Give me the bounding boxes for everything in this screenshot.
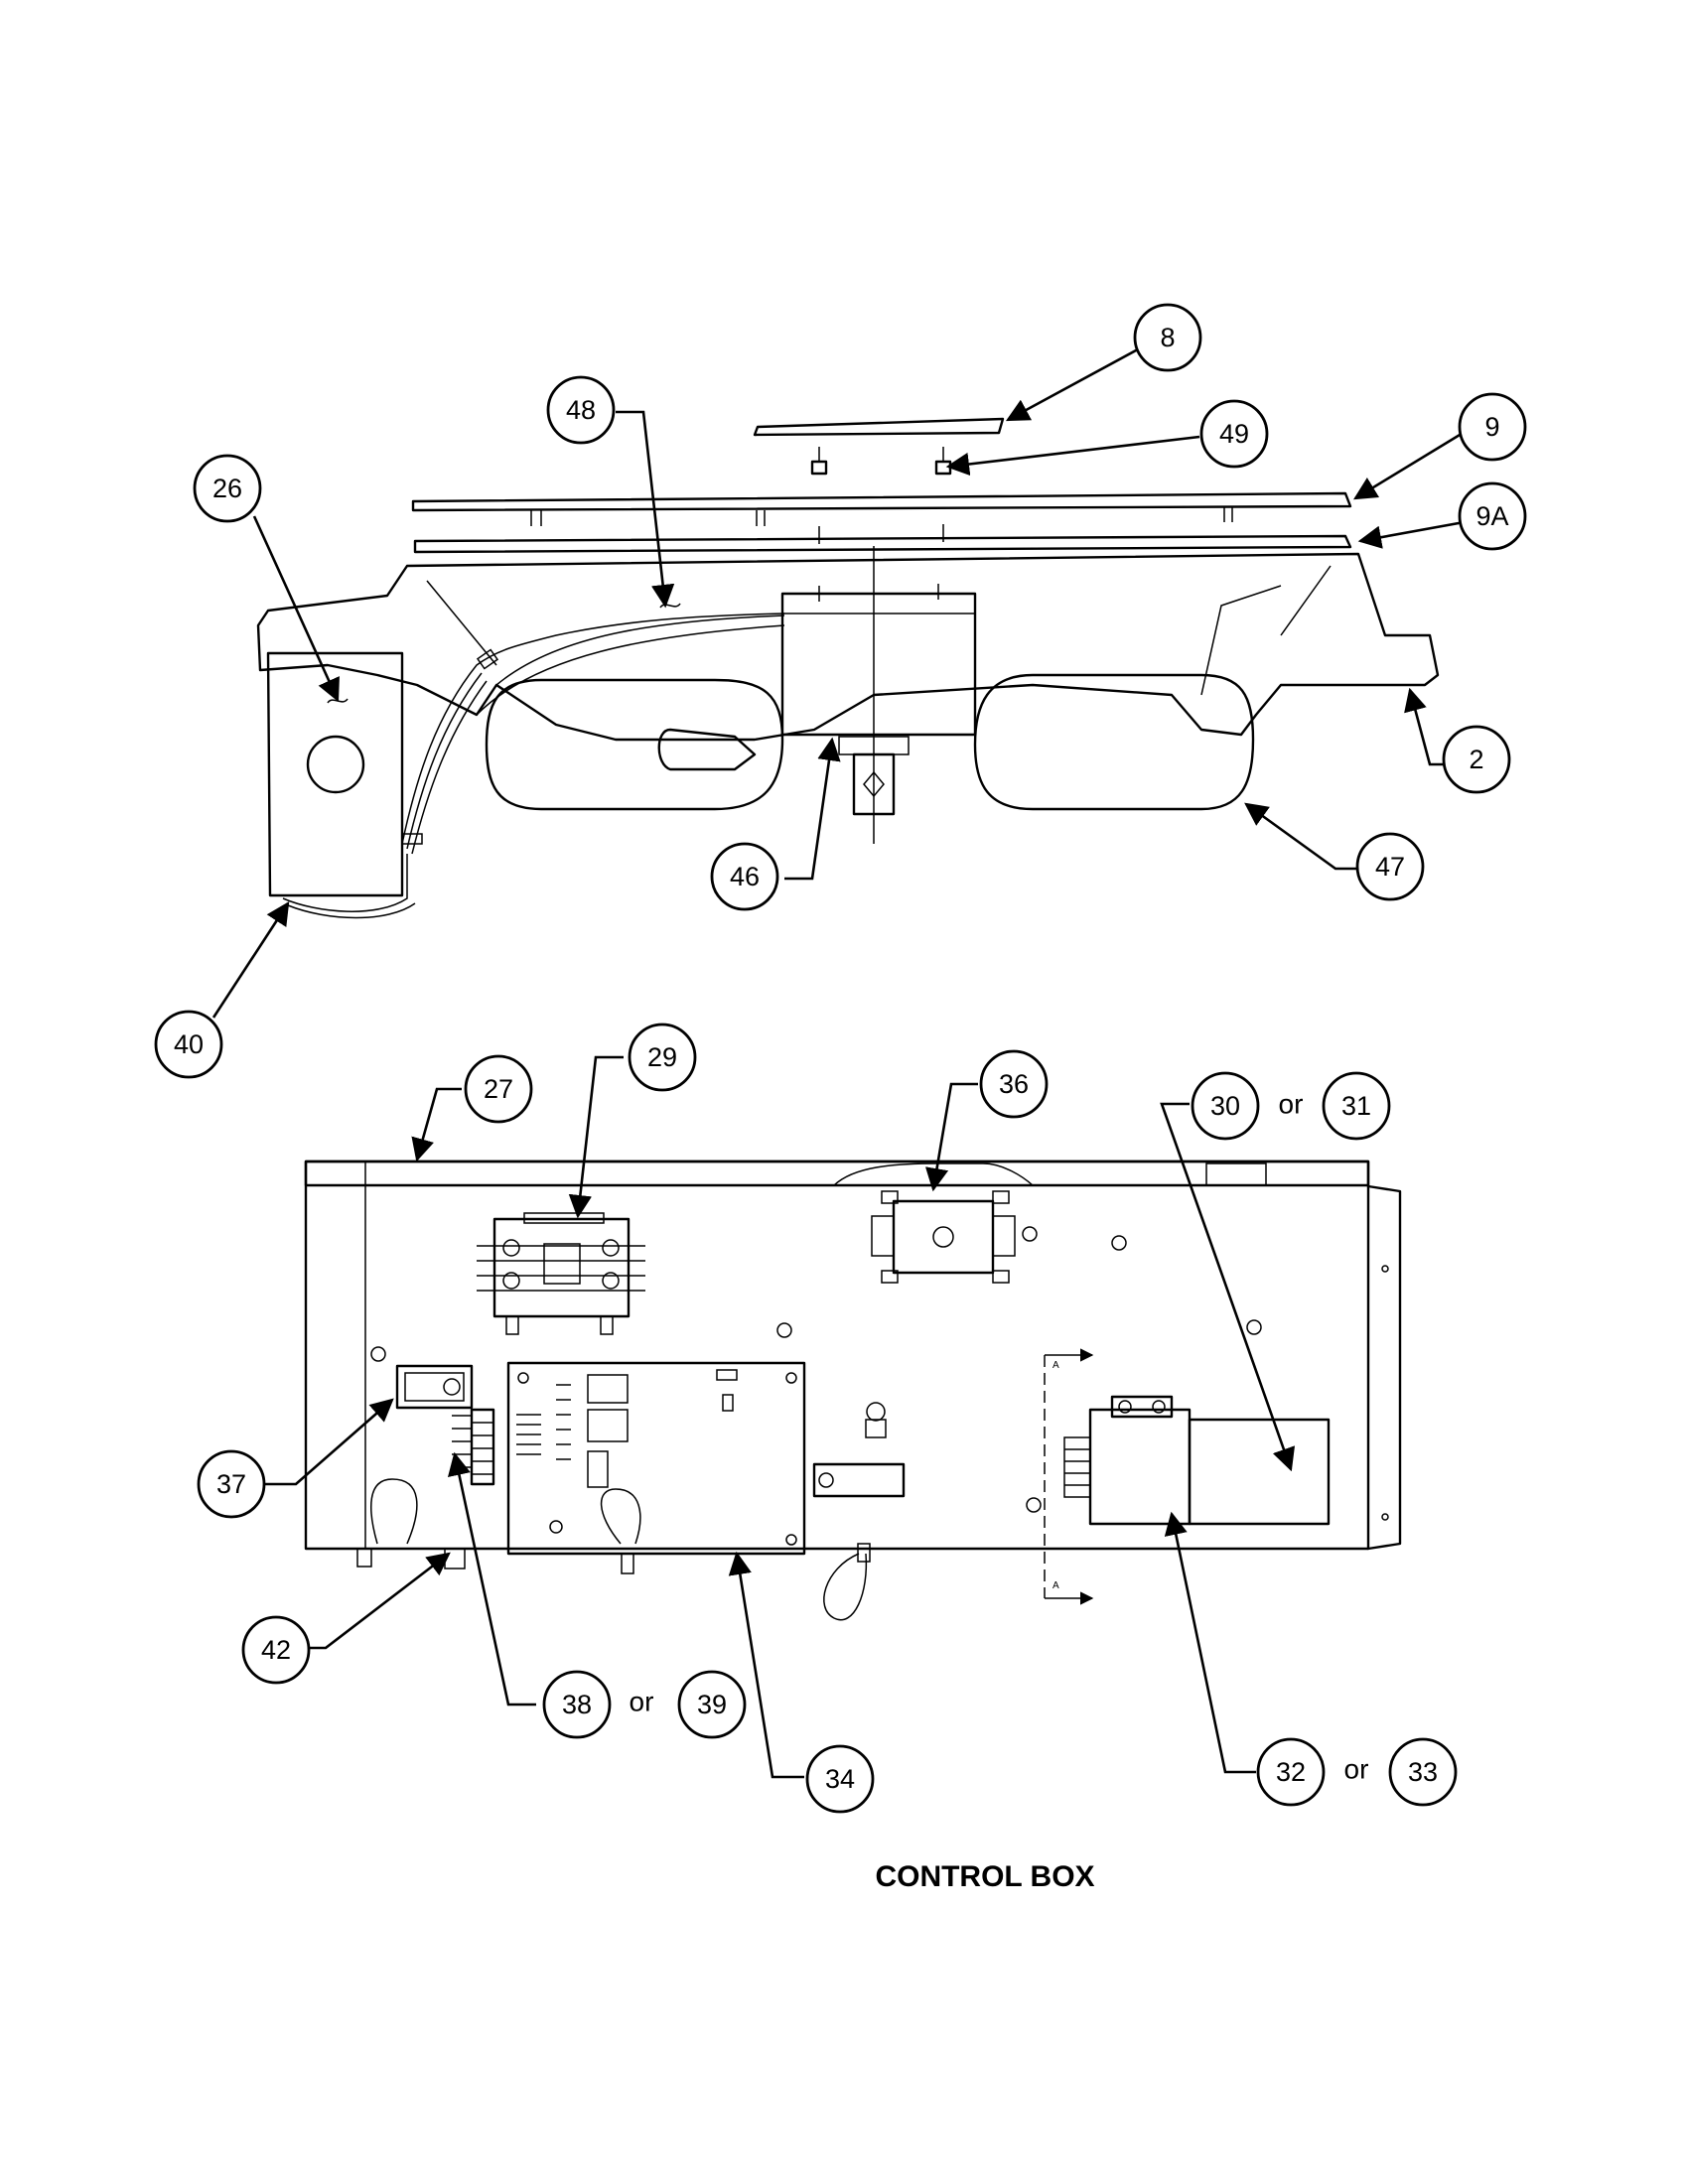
svg-text:30: 30 bbox=[1210, 1091, 1240, 1121]
callout-32: 32 bbox=[1256, 1737, 1326, 1807]
circuit-board bbox=[506, 1361, 806, 1556]
svg-text:34: 34 bbox=[825, 1764, 855, 1794]
section-mark-top: A bbox=[1052, 1360, 1059, 1371]
control-box-detail: A A bbox=[304, 1160, 1402, 1621]
callout-9: 9 bbox=[1458, 392, 1527, 462]
or-label-30-31: or bbox=[1279, 1089, 1304, 1120]
callout-27: 27 bbox=[464, 1054, 533, 1124]
screw-left bbox=[810, 447, 828, 476]
callout-49: 49 bbox=[1199, 399, 1269, 469]
callout-31: 31 bbox=[1322, 1071, 1391, 1141]
or-label-32-33: or bbox=[1344, 1754, 1369, 1785]
panel-outline bbox=[304, 1160, 1370, 1551]
svg-text:33: 33 bbox=[1408, 1757, 1438, 1787]
callout-29: 29 bbox=[628, 1023, 697, 1092]
callouts: 8 49 9 9A 48 26 2 46 47 40 27 29 36 30 o… bbox=[154, 303, 1527, 1814]
svg-text:29: 29 bbox=[647, 1042, 677, 1072]
section-line: A A bbox=[1044, 1348, 1094, 1605]
svg-text:37: 37 bbox=[216, 1469, 246, 1499]
upper-assembly bbox=[256, 417, 1440, 919]
tank-left bbox=[485, 678, 784, 811]
callout-2: 2 bbox=[1442, 725, 1511, 794]
callout-47: 47 bbox=[1355, 832, 1425, 901]
callout-40: 40 bbox=[154, 1010, 223, 1079]
contactor bbox=[477, 1212, 645, 1335]
relay bbox=[871, 1190, 1016, 1284]
control-box bbox=[266, 651, 404, 897]
svg-text:9A: 9A bbox=[1475, 501, 1508, 531]
panel-screws bbox=[370, 1226, 1262, 1513]
fuse-holder bbox=[812, 1462, 906, 1498]
svg-text:32: 32 bbox=[1276, 1757, 1306, 1787]
callout-36: 36 bbox=[979, 1049, 1049, 1119]
diagram-caption: CONTROL BOX bbox=[875, 1860, 1094, 1893]
lower-rail bbox=[413, 534, 1352, 554]
svg-text:31: 31 bbox=[1341, 1091, 1371, 1121]
section-mark-bottom: A bbox=[1052, 1580, 1059, 1591]
svg-text:38: 38 bbox=[562, 1690, 592, 1719]
svg-text:46: 46 bbox=[730, 862, 760, 891]
callout-30: 30 bbox=[1191, 1071, 1260, 1141]
leader-lines bbox=[211, 342, 1471, 1779]
svg-text:9: 9 bbox=[1484, 412, 1499, 442]
svg-text:42: 42 bbox=[261, 1635, 291, 1665]
top-rail bbox=[411, 491, 1352, 512]
svg-text:39: 39 bbox=[697, 1690, 727, 1719]
callout-46: 46 bbox=[710, 842, 779, 911]
callout-37: 37 bbox=[197, 1449, 266, 1519]
callout-48: 48 bbox=[546, 375, 616, 445]
callout-33: 33 bbox=[1388, 1737, 1458, 1807]
callout-34: 34 bbox=[805, 1744, 875, 1814]
svg-text:48: 48 bbox=[566, 395, 596, 425]
cover-plate bbox=[753, 417, 1005, 437]
chassis bbox=[256, 552, 1440, 742]
center-housing bbox=[780, 592, 977, 737]
screw-right bbox=[934, 447, 952, 476]
callout-9a: 9A bbox=[1458, 481, 1527, 551]
callout-8: 8 bbox=[1133, 303, 1202, 372]
transformer bbox=[1063, 1395, 1192, 1526]
callout-26: 26 bbox=[193, 454, 262, 523]
svg-text:47: 47 bbox=[1375, 852, 1405, 882]
svg-text:2: 2 bbox=[1469, 745, 1483, 774]
or-label-38-39: or bbox=[630, 1687, 654, 1717]
switch bbox=[395, 1364, 474, 1410]
capacitor bbox=[1188, 1418, 1331, 1526]
callout-38: 38 bbox=[542, 1670, 612, 1739]
svg-text:27: 27 bbox=[484, 1074, 513, 1104]
callout-42: 42 bbox=[241, 1615, 311, 1685]
svg-text:40: 40 bbox=[174, 1029, 204, 1059]
svg-text:8: 8 bbox=[1160, 323, 1175, 352]
svg-text:36: 36 bbox=[999, 1069, 1029, 1099]
svg-text:49: 49 bbox=[1219, 419, 1249, 449]
tank-right bbox=[973, 673, 1255, 811]
callout-39: 39 bbox=[677, 1670, 747, 1739]
svg-text:26: 26 bbox=[212, 474, 242, 503]
